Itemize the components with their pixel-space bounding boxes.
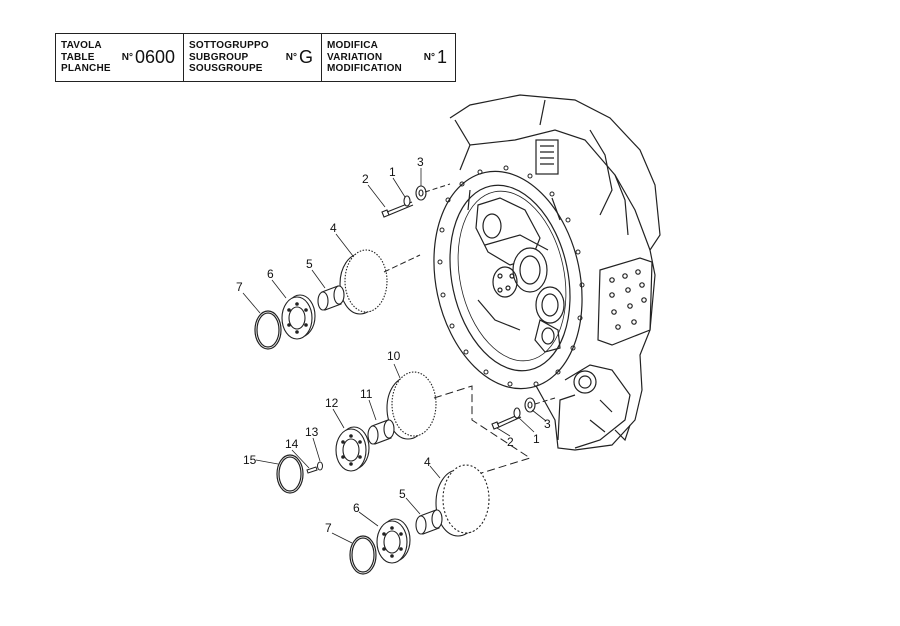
housing-flange [433,165,585,390]
side-plate-bolt-holes [609,269,647,330]
top-washer-part-1 [403,195,411,207]
callout-bottom-2: 2 [507,435,514,449]
callout-bottom-3: 3 [544,417,551,431]
subgroup-cell: SOTTOGRUPPO SUBGROUP SOUSGROUPE N° G [184,34,322,81]
callout-mid-14: 14 [285,437,299,451]
callout-top-1: 1 [389,165,396,179]
callout-bottom-7: 7 [325,521,332,535]
callout-mid-13: 13 [305,425,319,439]
callout-bottom-1: 1 [533,432,540,446]
modification-label-fr: MODIFICATION [327,63,402,75]
subgroup-label-it: SOTTOGRUPPO [189,40,269,52]
callout-bottom-6: 6 [353,501,360,515]
title-block: TAVOLA TABLE PLANCHE N° 0600 SOTTOGRUPPO… [55,33,456,82]
middle-gear-part-10 [386,371,437,440]
table-cell: TAVOLA TABLE PLANCHE N° 0600 [56,34,184,81]
modification-no-label: N° [423,52,435,63]
top-snap-ring-part-7 [254,310,282,350]
callout-mid-12: 12 [325,396,339,410]
callout-bottom-5: 5 [399,487,406,501]
callout-leaders [242,168,547,544]
top-bolt-leader-dashed [424,183,451,193]
top-bearing-part-6 [281,294,316,340]
callout-top-6: 6 [267,267,274,281]
top-gear-axis-dashed [383,254,421,273]
assembly-leader-dashed [433,385,532,476]
bottom-gear-part-4 [435,464,490,537]
callout-top-5: 5 [306,257,313,271]
bottom-snap-ring-part-7 [349,535,377,575]
table-label-fr: PLANCHE [61,63,111,75]
subgroup-number: G [298,47,313,67]
middle-pin-part-14 [306,466,318,474]
callout-mid-15: 15 [243,453,257,467]
bottom-washer-part-1 [513,407,521,419]
callout-top-3: 3 [417,155,424,169]
subgroup-no-label: N° [285,52,297,63]
callout-labels: 1 2 3 4 5 6 7 10 11 12 13 14 15 1 2 3 4 … [236,155,551,535]
table-number: 0600 [134,47,175,67]
modification-label-it: MODIFICA [327,40,379,52]
subgroup-label-en: SUBGROUP [189,51,249,63]
callout-mid-11: 11 [360,387,373,401]
callout-top-2: 2 [362,172,369,186]
modification-number: 1 [436,47,447,67]
subgroup-label-fr: SOUSGROUPE [189,63,263,75]
callout-mid-10: 10 [387,349,401,363]
callout-top-7: 7 [236,280,243,294]
middle-bushing-part-11 [367,419,395,445]
bottom-nut-part-3 [524,397,536,413]
top-gear-part-4 [339,249,388,315]
modification-cell: MODIFICA VARIATION MODIFICATION N° 1 [322,34,455,81]
table-label-it: TAVOLA [61,40,102,52]
middle-washer-part-13 [317,461,323,471]
callout-top-4: 4 [330,221,337,235]
bottom-bushing-part-5 [415,509,443,535]
modification-label-en: VARIATION [327,51,383,63]
table-label-en: TABLE [61,51,95,63]
top-bushing-part-5 [317,285,345,311]
top-nut-part-3 [415,185,427,201]
bottom-bolt-leader-dashed [534,397,556,405]
middle-bearing-part-12 [335,426,370,472]
top-bolt-part-2 [381,201,414,218]
bottom-bearing-part-6 [376,518,411,564]
callout-bottom-4: 4 [424,455,431,469]
table-no-label: N° [121,52,133,63]
middle-snap-ring-part-15 [276,454,304,494]
flange-bolt-holes [437,165,585,387]
